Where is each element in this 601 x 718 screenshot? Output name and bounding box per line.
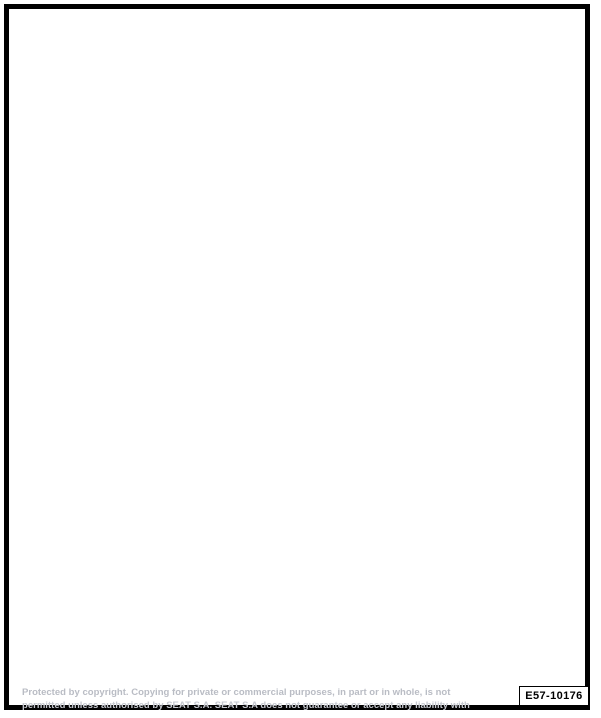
page-border <box>4 4 590 710</box>
copyright-line-1: Protected by copyright. Copying for priv… <box>22 687 451 698</box>
reference-code-text: E57-10176 <box>525 690 583 702</box>
reference-code-box: E57-10176 <box>519 686 589 706</box>
copyright-line-2: permitted unless authorised by SEAT S.A.… <box>22 700 470 711</box>
copyright-notice: Protected by copyright. Copying for priv… <box>22 686 502 712</box>
